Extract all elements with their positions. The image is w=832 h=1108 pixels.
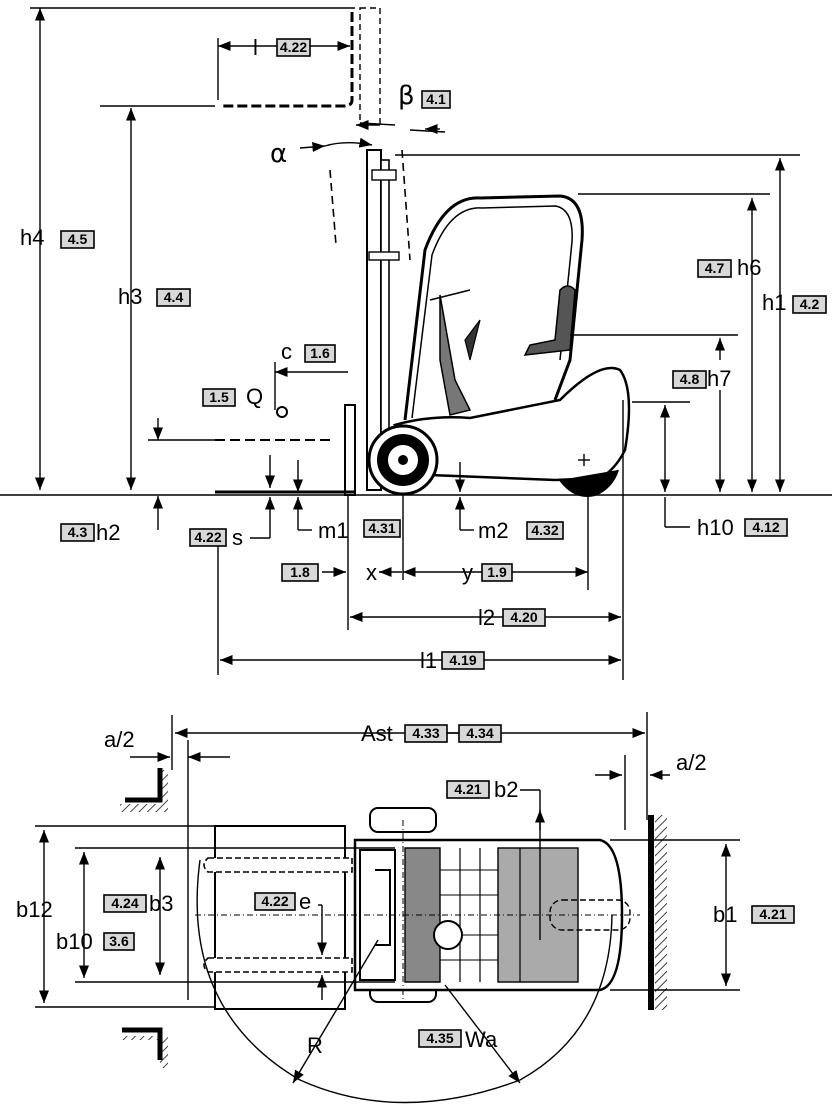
aisle-corner-top [120, 768, 168, 812]
top-view-labels: a/2 Ast 4.33 4.34 a/2 4.21 b2 b12 b10 3.… [16, 721, 795, 1058]
ref-Ast-b: 4.34 [466, 725, 493, 741]
fork-lowered [215, 404, 356, 496]
ref-b2: 4.21 [454, 781, 481, 797]
label-R: R [307, 1033, 323, 1058]
label-b12: b12 [16, 897, 53, 922]
ref-beta: 4.1 [426, 91, 446, 107]
label-h2: h2 [96, 520, 120, 545]
aisle-corner-bottom [120, 1027, 168, 1068]
ref-h1: 4.2 [800, 296, 820, 312]
label-b3: b3 [149, 891, 173, 916]
truck-body [367, 194, 631, 497]
ref-h4: 4.5 [68, 231, 88, 247]
label-a2-right: a/2 [676, 750, 707, 775]
label-l: l [253, 35, 258, 60]
label-s: s [232, 525, 243, 550]
label-m1: m1 [318, 518, 349, 543]
ref-h7: 4.8 [680, 371, 700, 387]
load-center-marker [276, 406, 288, 418]
turning-arc [196, 859, 613, 1104]
ref-c: 1.6 [310, 345, 330, 361]
ref-e: 4.22 [261, 893, 288, 909]
label-b10: b10 [56, 929, 93, 954]
ref-Q: 1.5 [209, 389, 229, 405]
label-Wa: Wa [465, 1027, 498, 1052]
ref-s: 4.22 [194, 529, 221, 545]
label-Ast: Ast [361, 721, 393, 746]
ref-x: 1.8 [290, 564, 310, 580]
label-b1: b1 [713, 902, 737, 927]
label-e: e [299, 889, 311, 914]
ref-b1: 4.21 [759, 906, 786, 922]
label-x: x [366, 560, 377, 585]
label-b2: b2 [494, 777, 518, 802]
label-y: y [462, 560, 473, 585]
ref-Ast-a: 4.33 [412, 725, 439, 741]
aisle-wall-right [648, 815, 667, 1010]
mast [220, 7, 411, 491]
ref-l1: 4.19 [449, 652, 476, 668]
ref-h6: 4.7 [705, 260, 725, 276]
label-h1: h1 [762, 290, 786, 315]
label-l2: l2 [478, 605, 495, 630]
label-c: c [281, 339, 292, 364]
label-l1: l1 [420, 648, 437, 673]
ref-h2: 4.3 [68, 524, 88, 540]
label-h6: h6 [737, 255, 761, 280]
truck-top [353, 807, 631, 1003]
label-m2: m2 [478, 518, 509, 543]
ref-b10: 3.6 [109, 933, 129, 949]
ref-h10: 4.12 [752, 519, 779, 535]
side-view-labels: l 4.22 β 4.1 α h4 4.5 h3 4.4 c 1.6 1.5 Q… [20, 35, 827, 673]
ref-m2: 4.32 [531, 522, 558, 538]
label-beta: β [398, 81, 415, 111]
label-alpha: α [270, 139, 287, 169]
ref-y: 1.9 [487, 564, 507, 580]
ref-Wa: 4.35 [426, 1030, 453, 1046]
label-h4: h4 [20, 225, 44, 250]
ref-m1: 4.31 [368, 520, 395, 536]
side-view [0, 7, 832, 680]
ref-l2: 4.20 [510, 609, 537, 625]
label-Q: Q [246, 384, 263, 409]
label-a2-left: a/2 [104, 727, 135, 752]
ref-b3: 4.24 [111, 895, 138, 911]
ref-l: 4.22 [280, 39, 307, 55]
label-h10: h10 [697, 515, 734, 540]
label-h3: h3 [118, 284, 142, 309]
label-h7: h7 [707, 366, 731, 391]
ref-h3: 4.4 [164, 289, 184, 305]
